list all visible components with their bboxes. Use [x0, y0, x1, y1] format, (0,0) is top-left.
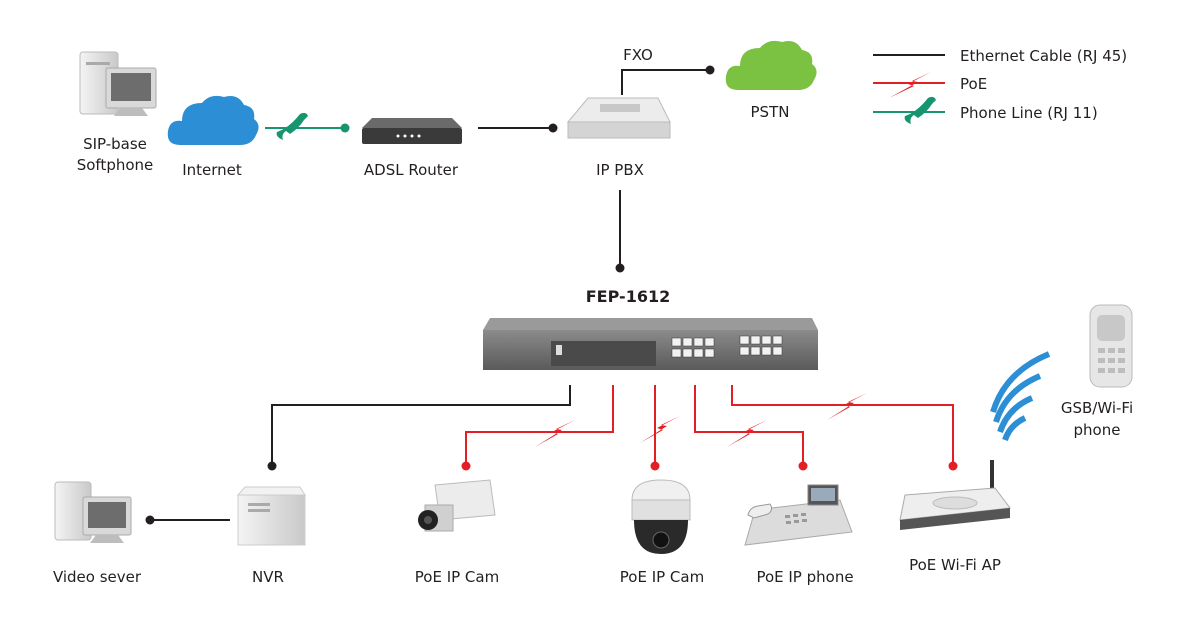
computer-icon	[79, 51, 157, 116]
softphone-label: Softphone	[77, 156, 154, 174]
poe-bolt-icon	[535, 420, 575, 447]
internet-label: Internet	[182, 161, 242, 179]
dome-camera-icon	[631, 479, 691, 554]
nvr-label: NVR	[252, 568, 284, 586]
connections	[150, 69, 954, 521]
poe-line	[694, 385, 804, 466]
mobile-label: GSB/Wi-Fi	[1061, 399, 1133, 417]
legend-poe-label: PoE	[960, 75, 987, 93]
poe-bolt-icon	[827, 393, 867, 420]
poe-bolt-icon	[727, 420, 767, 447]
video-server-label: Video sever	[53, 568, 142, 586]
ethernet-line	[271, 385, 571, 466]
phone-handset-icon	[276, 112, 308, 140]
cloud-icon	[725, 40, 817, 90]
poe-line	[465, 385, 614, 466]
softphone-label: SIP-base	[83, 135, 147, 153]
nvr-icon	[236, 486, 306, 546]
mobile-label: phone	[1074, 421, 1121, 439]
ip-phone-icon	[744, 484, 853, 546]
poe-line	[731, 385, 954, 466]
ip-pbx-label: IP PBX	[596, 161, 644, 179]
router-icon	[362, 118, 462, 144]
cloud-icon	[167, 95, 259, 145]
wifi-signal-icon	[990, 351, 1051, 442]
switch-title: FEP-1612	[586, 287, 670, 306]
switch-fep-1612	[483, 318, 818, 370]
dome-cam-label: PoE IP Cam	[620, 568, 704, 586]
legend-phone-label: Phone Line (RJ 11)	[960, 104, 1098, 122]
mobile-phone-icon	[1089, 304, 1133, 388]
box-cam-label: PoE IP Cam	[415, 568, 499, 586]
pstn-label: PSTN	[751, 103, 790, 121]
adsl-router-label: ADSL Router	[364, 161, 459, 179]
legend-ethernet-label: Ethernet Cable (RJ 45)	[960, 47, 1127, 65]
computer-icon	[54, 481, 132, 543]
phone-handset-icon	[904, 96, 936, 124]
pbx-icon	[566, 97, 671, 139]
poe-bolt-icon	[889, 72, 931, 98]
connection-dots	[145, 65, 958, 525]
legend: Ethernet Cable (RJ 45) PoE Phone Line (R…	[873, 47, 1127, 124]
fxo-label: FXO	[623, 46, 653, 64]
ip-phone-label: PoE IP phone	[756, 568, 853, 586]
access-point-icon	[899, 460, 1011, 530]
poe-bolt-icon	[640, 416, 680, 443]
wifi-ap-label: PoE Wi-Fi AP	[909, 556, 1001, 574]
ethernet-line	[621, 69, 710, 95]
box-camera-icon	[418, 479, 496, 532]
